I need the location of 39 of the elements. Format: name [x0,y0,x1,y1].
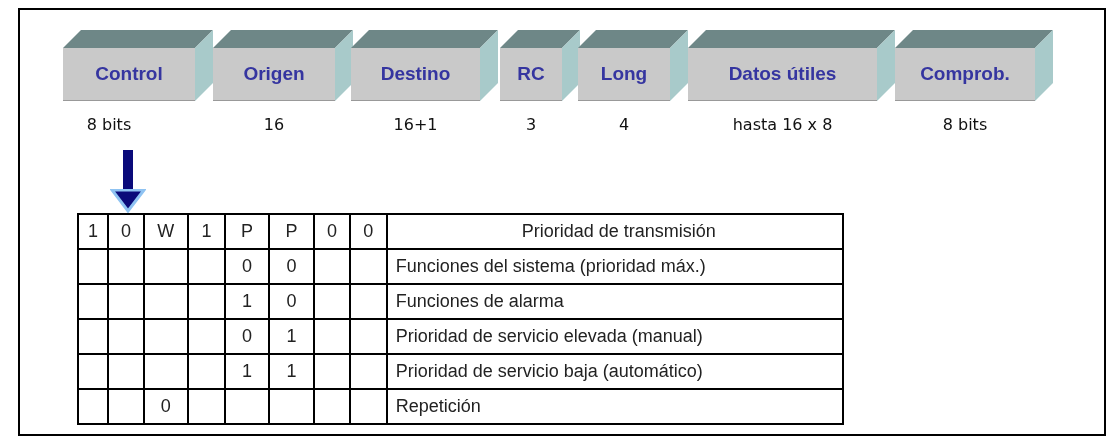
bit-value: 0 [286,256,297,276]
bit-value: P [285,221,298,241]
bit-value: 0 [160,396,171,416]
field-box: Control [63,48,195,101]
field-box: RC [500,48,562,101]
field-box: Origen [213,48,335,101]
bit-value: 0 [242,256,252,276]
field-box: Datos útiles [688,48,877,101]
bit-count: 16+1 [392,115,439,134]
bit-value: 1 [286,361,297,381]
bit-value: 1 [242,361,252,381]
bit-table [77,213,844,425]
field-box: Long [578,48,670,101]
description-text: Prioridad de servicio elevada (manual) [395,326,703,346]
bit-count: hasta 16 x 8 [731,115,834,134]
bit-value: 0 [363,221,374,241]
description-text: Funciones del sistema (prioridad máx.) [395,256,706,276]
bit-value: 0 [120,221,131,241]
arrow [110,150,146,213]
bit-count: 16 [262,115,286,134]
bit-count: 4 [617,115,631,134]
bit-value: 1 [242,291,252,311]
bit-value: P [241,221,253,241]
bit-value: W [157,221,175,241]
field-box: Destino [351,48,480,101]
description-text: Prioridad de transmisión [521,221,716,241]
bit-count: 3 [524,115,538,134]
bit-count: 8 bits [85,115,133,134]
bit-value: 0 [242,326,252,346]
bit-count: 8 bits [941,115,989,134]
bit-value: 0 [286,291,297,311]
field-box: Comprob. [895,48,1035,101]
description-text: Repetición [395,396,481,416]
description-text: Prioridad de servicio baja (automático) [395,361,703,381]
bit-value: 1 [286,326,297,346]
bit-value: 1 [88,221,99,241]
description-text: Funciones de alarma [395,291,564,311]
bit-value: 0 [327,221,338,241]
bit-value: 1 [201,221,212,241]
